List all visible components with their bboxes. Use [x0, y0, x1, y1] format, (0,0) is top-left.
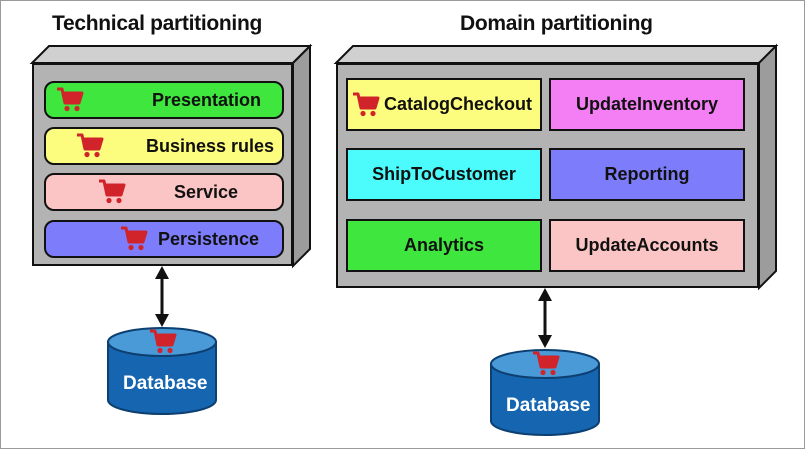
layer-label: Persistence — [158, 229, 260, 249]
shopping-cart-icon — [56, 86, 84, 119]
technical-box-top — [29, 45, 313, 64]
technical-partitioning-title: Technical partitioning — [52, 12, 263, 35]
shopping-cart-icon — [76, 132, 104, 165]
shopping-cart-icon — [352, 91, 380, 124]
cell-label: Reporting — [604, 164, 690, 184]
layer-label: Presentation — [152, 90, 262, 110]
layer-label: Service — [174, 182, 239, 202]
cell-label: CatalogCheckout — [384, 94, 533, 114]
domain-double-arrow — [538, 288, 552, 348]
domain-cell-updateaccounts: UpdateAccounts — [549, 219, 745, 272]
shopping-cart-icon — [120, 225, 148, 258]
layer-persistence: Persistence — [44, 220, 284, 258]
technical-database-label: Database — [123, 373, 208, 394]
cell-label: ShipToCustomer — [372, 164, 516, 184]
shopping-cart-icon — [98, 178, 126, 211]
domain-cell-updateinventory: UpdateInventory — [549, 78, 745, 131]
domain-database-icon — [490, 349, 600, 436]
domain-cell-catalogcheckout: CatalogCheckout — [346, 78, 542, 131]
shopping-cart-icon — [149, 328, 177, 361]
domain-database-label: Database — [506, 395, 591, 416]
domain-cell-analytics: Analytics — [346, 219, 542, 272]
domain-box-top — [333, 45, 779, 64]
cell-label: UpdateInventory — [575, 94, 719, 114]
shopping-cart-icon — [532, 350, 560, 383]
cell-label: UpdateAccounts — [575, 235, 719, 255]
domain-partitioning-title: Domain partitioning — [460, 12, 653, 35]
technical-box-side — [292, 43, 311, 269]
layer-label: Business rules — [146, 136, 275, 156]
domain-cell-shiptocustomer: ShipToCustomer — [346, 148, 542, 201]
layer-presentation: Presentation — [44, 81, 284, 119]
domain-cell-reporting: Reporting — [549, 148, 745, 201]
layer-service: Service — [44, 173, 284, 211]
domain-box-side — [758, 43, 777, 291]
technical-double-arrow — [155, 266, 169, 327]
layer-business-rules: Business rules — [44, 127, 284, 165]
cell-label: Analytics — [403, 235, 485, 255]
